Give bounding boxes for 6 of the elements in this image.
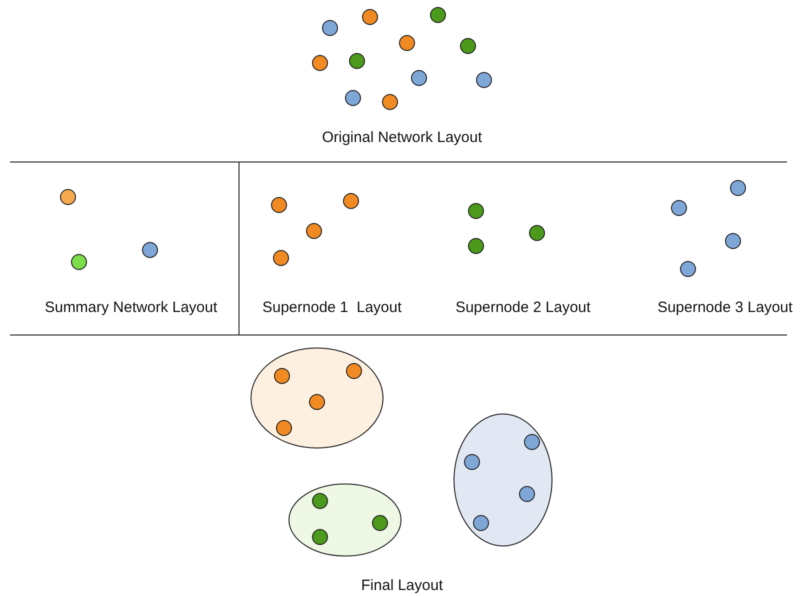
caption: Summary Network Layout bbox=[44, 299, 218, 317]
caption: Supernode 2 Layout bbox=[455, 299, 591, 317]
caption: Final Layout bbox=[361, 577, 443, 595]
caption: Supernode 1 Layout bbox=[262, 299, 402, 317]
caption: Supernode 3 Layout bbox=[657, 299, 793, 317]
caption: Original Network Layout bbox=[322, 129, 482, 147]
